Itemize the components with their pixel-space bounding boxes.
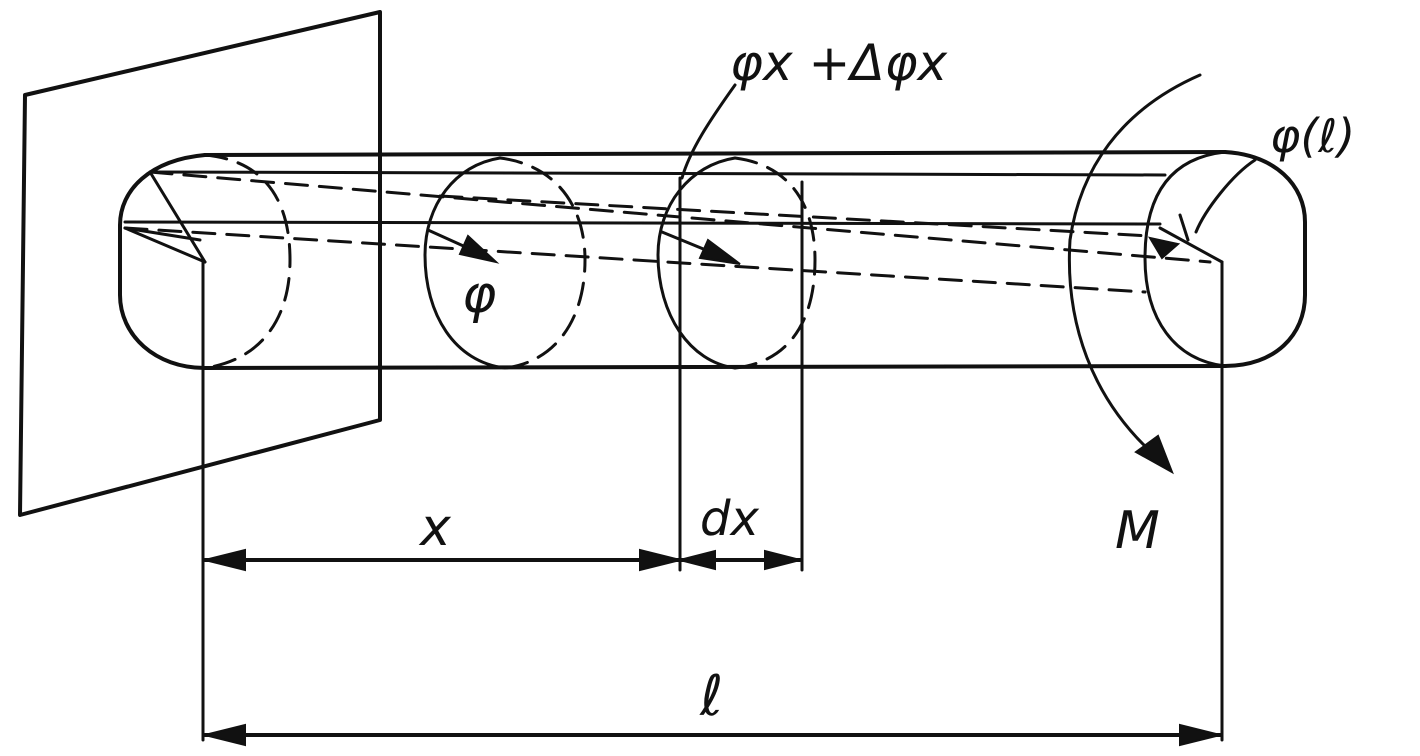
dimension-dx <box>678 549 802 571</box>
label-length: ℓ <box>699 664 723 729</box>
cross-section-x-dx <box>656 156 817 370</box>
label-phi-x-plus-delta: φx +Δφx <box>730 34 948 92</box>
angle-arrow-phi-l <box>1147 213 1224 264</box>
label-phi-l: φ(ℓ) <box>1270 109 1355 163</box>
angle-arrow-phi <box>426 228 500 264</box>
label-x: x <box>418 498 452 558</box>
leader-lines <box>680 83 1257 234</box>
angle-arrow-phi-x <box>660 230 741 265</box>
dimension-length <box>203 723 1222 747</box>
wall-plane <box>18 10 382 517</box>
label-moment: M <box>1115 501 1160 561</box>
torque-arrow <box>1067 73 1202 475</box>
extension-lines <box>201 176 1224 742</box>
dimension-x <box>203 548 682 572</box>
cross-section-right <box>1143 150 1307 368</box>
cross-section-left <box>118 153 292 370</box>
label-dx: dx <box>700 491 759 547</box>
cross-section-x <box>423 156 587 370</box>
radius-lines-left <box>123 170 207 264</box>
label-phi: φ <box>462 265 496 325</box>
